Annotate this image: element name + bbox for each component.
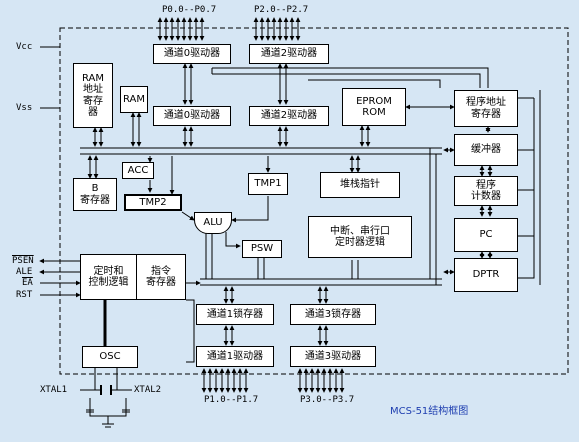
buffer-block: 缓冲器 <box>454 134 518 166</box>
timing-control-logic-block: 定时和 控制逻辑 <box>80 254 136 300</box>
port-p0-label: P0.0--P0.7 <box>162 5 217 15</box>
port-p2-label: P2.0--P2.7 <box>254 5 309 15</box>
ram-block: RAM <box>120 86 148 113</box>
ea-pin-label: EA <box>22 278 33 288</box>
ch2-driver-block: 通道2驱动器 <box>249 44 329 64</box>
psen-pin-label: PSEN <box>12 256 34 266</box>
tmp2-block: TMP2 <box>124 194 182 211</box>
b-register-block: B 寄存器 <box>73 178 117 211</box>
vss-pin-label: Vss <box>16 103 33 113</box>
eprom-rom-block: EPROM ROM <box>342 88 406 126</box>
vcc-pin-label: Vcc <box>16 42 33 52</box>
xtal2-pin-label: XTAL2 <box>134 385 162 395</box>
osc-block: OSC <box>82 346 138 368</box>
ch2-latch-block: 通道2驱动器 <box>249 106 329 126</box>
ch3-driver-block: 通道3驱动器 <box>290 346 376 367</box>
program-counter-block: 程序 计数器 <box>454 176 518 206</box>
ch1-latch-block: 通道1锁存器 <box>196 304 274 325</box>
psw-block: PSW <box>242 240 282 258</box>
ch0-driver-block: 通道0驱动器 <box>153 44 231 64</box>
tmp1-block: TMP1 <box>248 173 288 195</box>
ch0-latch-block: 通道0驱动器 <box>153 106 231 126</box>
rst-pin-label: RST <box>16 290 33 300</box>
interrupt-serial-timer-logic-block: 中断、串行口 定时器逻辑 <box>308 216 412 258</box>
stack-pointer-block: 堆栈指针 <box>320 172 400 198</box>
ale-pin-label: ALE <box>16 267 33 277</box>
ram-address-register-block: RAM 地址 寄存 器 <box>73 63 113 128</box>
xtal1-pin-label: XTAL1 <box>40 385 68 395</box>
port-p3-label: P3.0--P3.7 <box>300 395 355 405</box>
diagram-caption: MCS-51结构框图 <box>390 406 469 417</box>
ch3-latch-block: 通道3锁存器 <box>290 304 376 325</box>
instruction-register-block: 指令 寄存器 <box>136 254 186 300</box>
alu-block: ALU <box>194 212 232 234</box>
program-address-register-block: 程序地址 寄存器 <box>454 90 518 127</box>
ch1-driver-block: 通道1驱动器 <box>196 346 274 367</box>
dptr-block: DPTR <box>454 258 518 292</box>
acc-block: ACC <box>122 162 154 179</box>
port-p1-label: P1.0--P1.7 <box>204 395 259 405</box>
pc-block: PC <box>454 218 518 252</box>
